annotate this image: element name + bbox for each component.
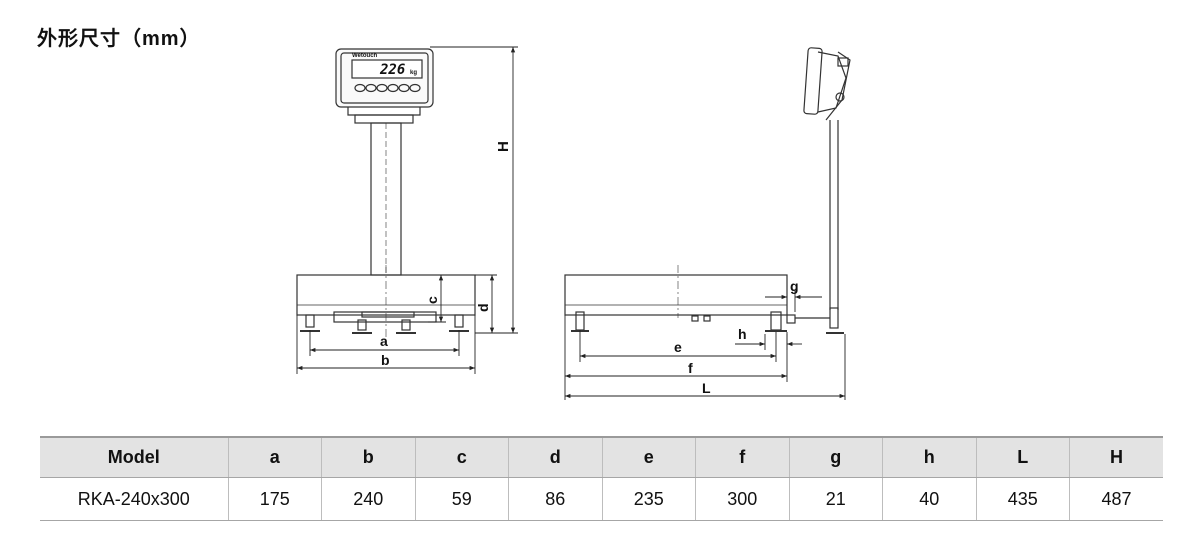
side-dimensions: [564, 290, 846, 400]
cell-f: 300: [695, 477, 790, 521]
spec-table: Model a b c d e f g h L H RKA-240x300 17…: [40, 436, 1163, 521]
indicator-head: [335, 48, 434, 124]
dim-label-a: a: [380, 333, 388, 349]
cell-L: 435: [976, 477, 1070, 521]
col-header-c: c: [415, 436, 509, 478]
front-dimensions: [296, 46, 518, 374]
col-header-b: b: [321, 436, 416, 478]
spec-table-container: Model a b c d e f g h L H RKA-240x300 17…: [40, 436, 1163, 521]
col-header-h: h: [882, 436, 977, 478]
dim-label-d: d: [475, 303, 491, 312]
col-header-H: H: [1069, 436, 1163, 478]
cell-H: 487: [1069, 477, 1163, 521]
cell-h: 40: [882, 477, 977, 521]
cell-model: RKA-240x300: [40, 477, 229, 521]
front-view: [296, 48, 476, 340]
cell-c: 59: [415, 477, 509, 521]
cell-d: 86: [508, 477, 603, 521]
dim-label-f: f: [688, 360, 693, 376]
dim-label-H: H: [495, 141, 512, 152]
table-row: RKA-240x300 175 240 59 86 235 300 21 40 …: [40, 477, 1163, 521]
col-header-f: f: [695, 436, 790, 478]
col-header-L: L: [976, 436, 1070, 478]
dim-label-h: h: [738, 326, 747, 342]
col-header-d: d: [508, 436, 603, 478]
feet: [300, 314, 469, 334]
dim-label-c: c: [424, 296, 440, 304]
dim-label-g: g: [790, 278, 799, 294]
side-view: [564, 47, 851, 334]
cell-a: 175: [228, 477, 322, 521]
dimension-drawing: Wetouch 226 kg H d c a b: [296, 46, 851, 400]
col-header-model: Model: [40, 436, 229, 478]
indicator-unit: kg: [410, 70, 417, 76]
table-header-row: Model a b c d e f g h L H: [40, 436, 1163, 478]
dim-label-b: b: [381, 352, 390, 368]
dim-label-e: e: [674, 339, 682, 355]
dim-label-L: L: [702, 380, 711, 396]
col-header-g: g: [789, 436, 883, 478]
cell-b: 240: [321, 477, 416, 521]
page-title: 外形尺寸（mm）: [37, 28, 201, 50]
side-platform: [564, 274, 788, 316]
indicator-brand: Wetouch: [352, 53, 378, 59]
indicator-buttons: [354, 83, 421, 93]
col-header-a: a: [228, 436, 322, 478]
indicator-reading: 226: [379, 62, 405, 78]
cell-g: 21: [789, 477, 883, 521]
cell-e: 235: [602, 477, 696, 521]
col-header-e: e: [602, 436, 696, 478]
